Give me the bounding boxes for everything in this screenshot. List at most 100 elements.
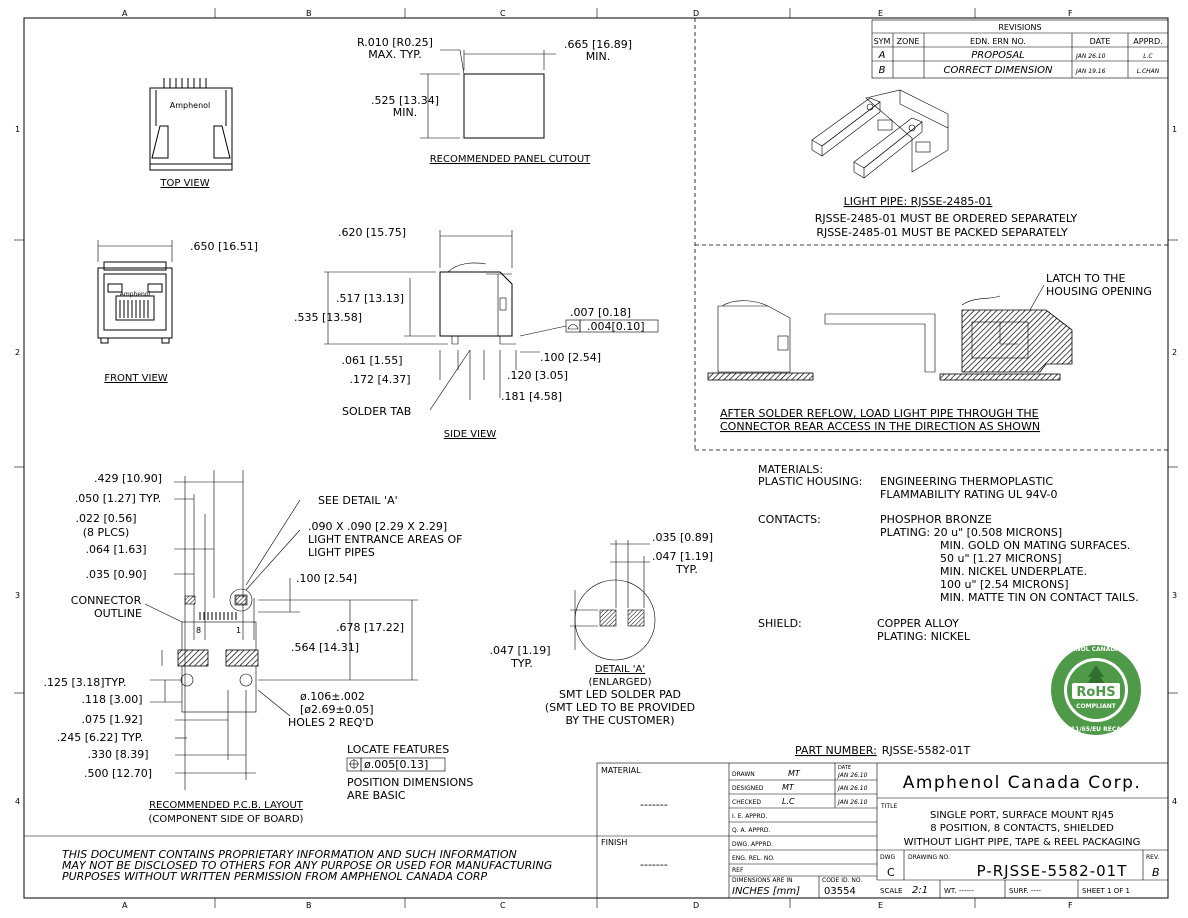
- flatness-tolerance: .004[0.10]: [587, 320, 645, 333]
- title-block-grid: [24, 762, 1169, 899]
- detail-a-label: SMT LED SOLDER PAD: [559, 688, 681, 701]
- zone-col-f: F: [1068, 901, 1073, 910]
- svg-text:MIN. GOLD ON MATING SURFACES.: MIN. GOLD ON MATING SURFACES.: [940, 539, 1130, 552]
- svg-text:SYM: SYM: [874, 37, 891, 46]
- locate-features: POSITION DIMENSIONS: [347, 776, 473, 789]
- detail-a-label: DETAIL 'A': [595, 664, 645, 675]
- light-pipe-illustration: [811, 89, 949, 179]
- dimension-label: .035 [0.89]: [652, 531, 713, 544]
- dimension-label: .517 [13.13]: [336, 292, 404, 305]
- holes-callout: HOLES 2 REQ'D: [288, 716, 374, 729]
- signoff-role: Q. A. APPRD.: [732, 827, 770, 834]
- svg-text:AMPHENOL CANADA CORP: AMPHENOL CANADA CORP: [1051, 646, 1141, 653]
- dimension-label: .118 [3.00]: [81, 693, 142, 706]
- zone-letters-top: A B C D E F: [122, 9, 1073, 18]
- detail-a-label: (SMT LED TO BE PROVIDED: [545, 701, 695, 714]
- svg-text:1: 1: [1172, 125, 1177, 134]
- reflow-caption: CONNECTOR REAR ACCESS IN THE DIRECTION A…: [720, 420, 1040, 433]
- revision-row: A: [878, 50, 886, 61]
- side-view: [324, 230, 659, 411]
- svg-text:CONTACTS:: CONTACTS:: [758, 513, 821, 526]
- dimension-label: MIN.: [586, 50, 610, 63]
- svg-text:100 u" [2.54 MICRONS]: 100 u" [2.54 MICRONS]: [940, 578, 1069, 591]
- zone-col-e: E: [878, 9, 883, 18]
- dimension-label: .120 [3.05]: [507, 369, 568, 382]
- detail-a: [570, 540, 656, 661]
- drawing-title: WITHOUT LIGHT PIPE, TAPE & REEL PACKAGIN…: [904, 837, 1141, 848]
- svg-text:3: 3: [1172, 591, 1177, 600]
- svg-text:3: 3: [15, 591, 20, 600]
- svg-text:APPRD.: APPRD.: [1133, 37, 1162, 46]
- signoff-role: REF: [732, 867, 744, 874]
- locate-features: ARE BASIC: [347, 789, 406, 802]
- dimension-units: INCHES [mm]: [732, 886, 800, 897]
- svg-text:CORRECT DIMENSION: CORRECT DIMENSION: [943, 65, 1053, 76]
- sheet-field: SHEET 1 OF 1: [1082, 887, 1130, 895]
- holes-callout: ø.106±.002: [300, 690, 365, 703]
- svg-text:MT: MT: [788, 769, 801, 778]
- svg-text:SHIELD:: SHIELD:: [758, 617, 802, 630]
- led-area-note: .090 X .090 [2.29 X 2.29]: [308, 520, 447, 533]
- panel-cutout-label: RECOMMENDED PANEL CUTOUT: [430, 154, 591, 165]
- dimension-label: .075 [1.92]: [81, 713, 142, 726]
- svg-text:PLATING: 20 u" [0.508 MICRONS]: PLATING: 20 u" [0.508 MICRONS]: [880, 526, 1062, 539]
- dimension-label: .007 [0.18]: [570, 306, 631, 319]
- svg-text:JAN 26.10: JAN 26.10: [837, 799, 868, 806]
- dimension-label: .035 [0.90]: [85, 568, 146, 581]
- dimension-label: MIN.: [393, 106, 417, 119]
- dimension-label: .245 [6.22] TYP.: [57, 731, 143, 744]
- dimension-label: .500 [12.70]: [84, 767, 152, 780]
- zone-col-d: D: [693, 9, 699, 18]
- svg-text:L.C: L.C: [1143, 53, 1153, 60]
- dimension-label: .022 [0.56]: [75, 512, 136, 525]
- drawing-size: C: [887, 866, 895, 879]
- svg-text:MATERIALS:: MATERIALS:: [758, 463, 823, 476]
- locate-features: LOCATE FEATURES: [347, 743, 449, 756]
- svg-text:JAN 26.10: JAN 26.10: [1075, 53, 1106, 60]
- connector-outline-callout: CONNECTOR: [71, 594, 142, 607]
- see-detail-callout: SEE DETAIL 'A': [318, 494, 398, 507]
- svg-text:DATE: DATE: [1090, 37, 1111, 46]
- pin-label: 1: [236, 626, 241, 635]
- dimension-label: .181 [4.58]: [501, 390, 562, 403]
- brand-logo-front: Amphenol: [120, 291, 151, 298]
- svg-text:FLAMMABILITY RATING UL 94V-0: FLAMMABILITY RATING UL 94V-0: [880, 488, 1057, 501]
- zone-letters-bottom: A B C D E F: [122, 901, 1073, 910]
- dimension-label: TYP.: [510, 657, 533, 670]
- part-number-line: PART NUMBER:RJSSE-5582-01T: [795, 744, 971, 757]
- svg-text:PROPOSAL: PROPOSAL: [971, 50, 1025, 61]
- revisions-table: REVISIONS SYM ZONE EDN. ERN NO. DATE APP…: [871, 19, 1169, 79]
- zone-col-a: A: [122, 9, 128, 18]
- svg-text:2: 2: [1172, 348, 1177, 357]
- dimension-label: R.010 [R0.25]: [357, 36, 433, 49]
- front-view: [97, 240, 173, 344]
- drawing-number: P-RJSSE-5582-01T: [977, 862, 1128, 880]
- dimension-label: .525 [13.34]: [371, 94, 439, 107]
- svg-text:MIN. NICKEL UNDERPLATE.: MIN. NICKEL UNDERPLATE.: [940, 565, 1087, 578]
- svg-text:PLASTIC HOUSING:: PLASTIC HOUSING:: [758, 475, 862, 488]
- dimension-label: .665 [16.89]: [564, 38, 632, 51]
- front-view-label: FRONT VIEW: [104, 373, 167, 384]
- revision-row: B: [879, 65, 886, 76]
- brand-logo-top: Amphenol: [170, 101, 211, 110]
- side-view-label: SIDE VIEW: [444, 429, 497, 440]
- zone-col-b: B: [306, 901, 312, 910]
- signoff-role: ENG. REL. NO.: [732, 855, 775, 862]
- zone-col-e: E: [878, 901, 883, 910]
- svg-text:DIMENSIONS ARE IN: DIMENSIONS ARE IN: [732, 877, 793, 884]
- zone-col-d: D: [693, 901, 699, 910]
- svg-text:MT: MT: [782, 783, 795, 792]
- top-view: [149, 78, 233, 171]
- dimension-label: .535 [13.58]: [294, 311, 362, 324]
- svg-text:4: 4: [15, 797, 20, 806]
- dimension-label: .100 [2.54]: [540, 351, 601, 364]
- surface-field: SURF. ----: [1009, 887, 1041, 895]
- dimension-label: TYP.: [675, 563, 698, 576]
- zone-col-b: B: [306, 9, 312, 18]
- weight-field: WT. ------: [944, 887, 974, 895]
- rohs-seal: RoHS COMPLIANT AMPHENOL CANADA CORP 2011…: [1051, 645, 1141, 735]
- svg-text:2: 2: [15, 348, 20, 357]
- signoff-role: DWG. APPRD.: [732, 841, 773, 848]
- reflow-illustration: [707, 284, 1073, 381]
